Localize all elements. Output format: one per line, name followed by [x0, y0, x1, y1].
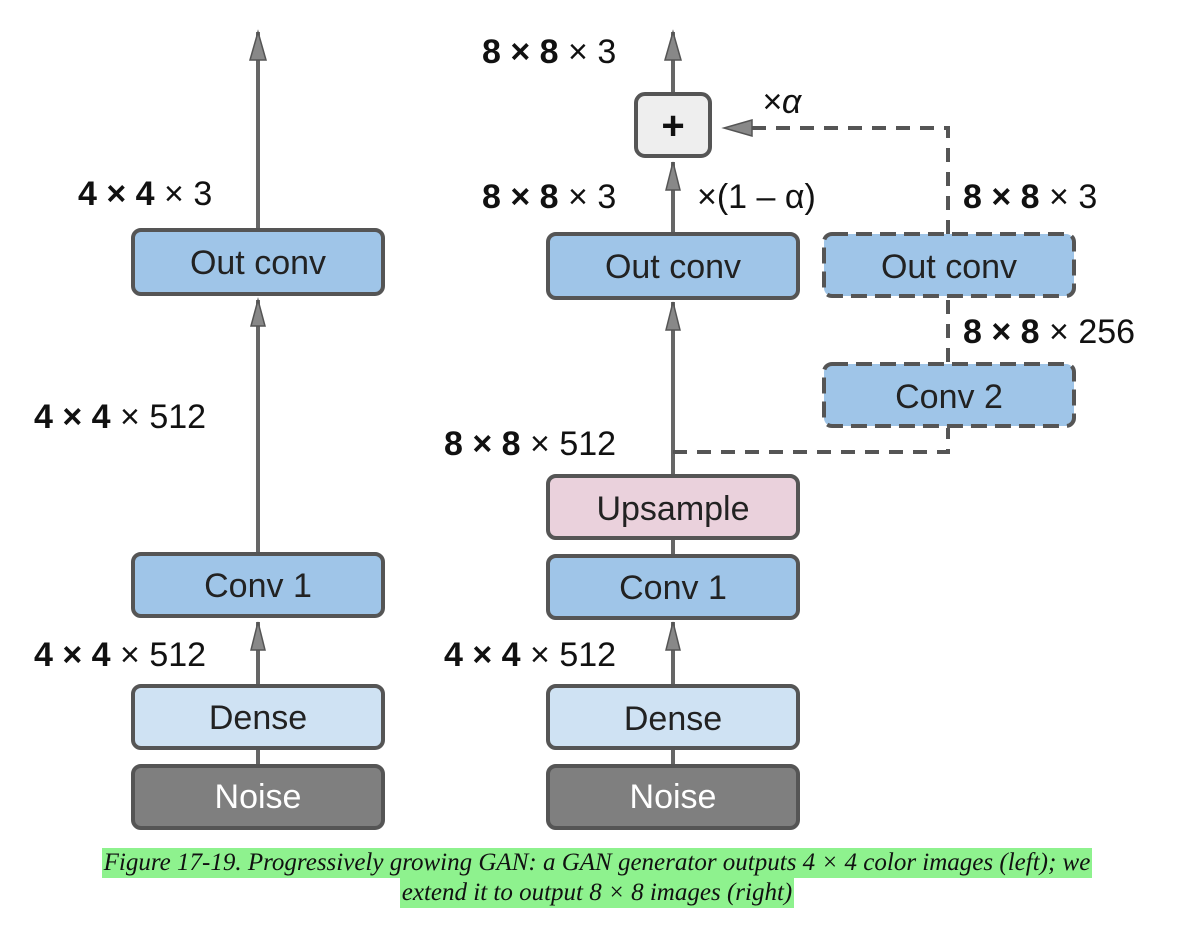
- right-noise-box: Noise: [546, 764, 800, 830]
- right-dim-outconv-out: 8 × 8 × 3: [482, 178, 616, 216]
- plus-box: +: [634, 92, 712, 158]
- right-dense-box: Dense: [546, 684, 800, 750]
- right-dense-label: Dense: [624, 700, 722, 738]
- left-conv1-box: Conv 1: [131, 552, 385, 618]
- right-noise-label: Noise: [630, 778, 717, 816]
- right-outconv-box: Out conv: [546, 232, 800, 300]
- new-dim-conv2-out: 8 × 8 × 256: [963, 313, 1135, 351]
- left-dim-output: 4 × 4 × 3: [78, 175, 212, 213]
- plus-label: +: [661, 104, 684, 148]
- right-outconv-label: Out conv: [605, 248, 741, 286]
- left-arrowhead-conv1: [250, 621, 266, 651]
- left-dense-label: Dense: [209, 699, 307, 737]
- left-dim-dense-out: 4 × 4 × 512: [34, 636, 206, 674]
- caption-line-2: extend it to output 8 × 8 images (right): [399, 878, 795, 908]
- right-generator: Noise Dense Conv 1 Upsample Out conv + O…: [444, 29, 1135, 830]
- right-arrowhead-plus: [665, 161, 681, 191]
- figure-caption: Figure 17-19. Progressively growing GAN:…: [0, 848, 1194, 908]
- new-dim-outconv-out: 8 × 8 × 3: [963, 178, 1097, 216]
- right-dim-upsample-out: 8 × 8 × 512: [444, 425, 616, 463]
- left-conv1-label: Conv 1: [204, 567, 312, 605]
- right-arrowhead-output: [664, 29, 682, 61]
- new-conv2-box: Conv 2: [822, 362, 1076, 428]
- left-outconv-label: Out conv: [190, 244, 326, 282]
- left-noise-box: Noise: [131, 764, 385, 830]
- left-arrowhead-outconv: [250, 297, 266, 327]
- right-dim-output: 8 × 8 × 3: [482, 33, 616, 71]
- left-outconv-box: Out conv: [131, 228, 385, 296]
- left-dim-conv1-out: 4 × 4 × 512: [34, 398, 206, 436]
- one-minus-alpha-label: ×(1 – α): [697, 178, 816, 216]
- alpha-label: ×α: [762, 83, 803, 121]
- right-conv1-label: Conv 1: [619, 569, 727, 607]
- new-outconv-label: Out conv: [881, 248, 1017, 286]
- caption-line-1: Figure 17-19. Progressively growing GAN:…: [101, 848, 1093, 878]
- right-arrowhead-conv1: [665, 621, 681, 651]
- right-upsample-box: Upsample: [546, 474, 800, 540]
- right-upsample-label: Upsample: [596, 490, 749, 528]
- new-branch-arrowhead: [721, 119, 753, 137]
- left-generator: Noise Dense Conv 1 Out conv 4 × 4 × 3 4 …: [34, 29, 385, 830]
- left-noise-label: Noise: [215, 778, 302, 816]
- left-dense-box: Dense: [131, 684, 385, 750]
- left-arrowhead-output: [249, 29, 267, 61]
- new-outconv-box: Out conv: [822, 232, 1076, 298]
- new-conv2-label: Conv 2: [895, 378, 1003, 416]
- right-arrowhead-outconv: [665, 301, 681, 331]
- right-conv1-box: Conv 1: [546, 554, 800, 620]
- right-dim-dense-out: 4 × 4 × 512: [444, 636, 616, 674]
- gan-diagram: Noise Dense Conv 1 Out conv 4 × 4 × 3 4 …: [34, 29, 1135, 830]
- new-branch-dashed-path: [673, 126, 950, 454]
